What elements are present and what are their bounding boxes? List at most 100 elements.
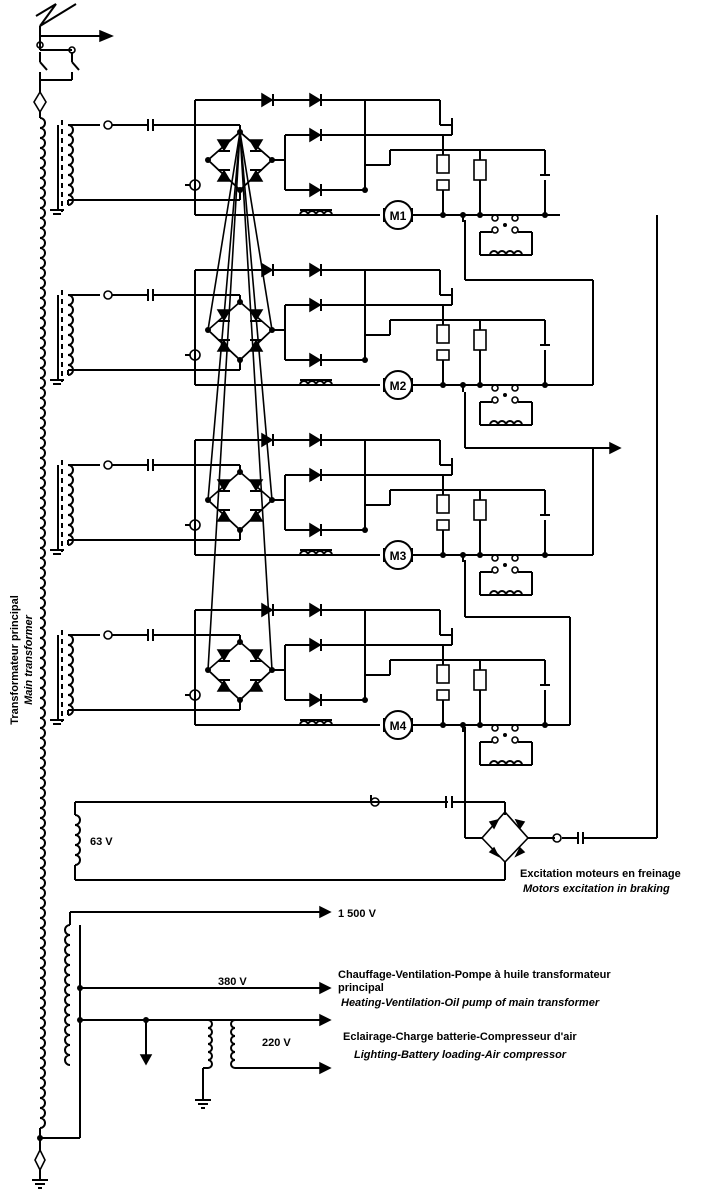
hv-output-label: 1 500 V <box>338 908 377 920</box>
switch-contact <box>491 226 499 234</box>
junction <box>237 469 243 475</box>
inductor-winding <box>299 550 333 556</box>
braking-label-en: Motors excitation in braking <box>523 883 670 895</box>
switch-contact <box>503 563 507 567</box>
junction <box>542 212 548 218</box>
junction <box>205 667 211 673</box>
motor-group-m4: M4 <box>50 131 560 766</box>
switch-contact <box>503 393 507 397</box>
diode-icon <box>248 679 264 692</box>
diode-icon <box>309 692 322 708</box>
switch-contact <box>491 736 499 744</box>
heating-label-fr-1: Chauffage-Ventilation-Pompe à huile tran… <box>338 969 611 981</box>
junction <box>205 327 211 333</box>
contactor-icon <box>436 519 450 531</box>
coil-winding <box>67 124 74 206</box>
diode-icon <box>261 92 274 108</box>
diode-icon <box>216 169 232 182</box>
diode-icon <box>248 169 264 182</box>
braking-bus <box>464 220 622 726</box>
switch-contact <box>491 566 499 574</box>
junction <box>362 697 368 703</box>
switch-contact <box>511 226 519 234</box>
junction <box>362 187 368 193</box>
diode-icon <box>309 522 322 538</box>
main-transformer-label-fr: Transformateur principal <box>9 595 21 725</box>
switch-contact <box>491 724 499 732</box>
diode-icon <box>248 139 264 152</box>
diode-icon <box>309 127 322 143</box>
switch-contact <box>511 384 519 392</box>
diode-icon <box>309 637 322 653</box>
lighting-label-fr: Eclairage-Charge batterie-Compresseur d'… <box>343 1031 577 1043</box>
contactor-icon <box>473 669 487 691</box>
junction <box>477 722 483 728</box>
inductor-winding <box>299 720 333 726</box>
switch-contact <box>491 214 499 222</box>
switch-contact <box>503 733 507 737</box>
switch-contact <box>511 736 519 744</box>
junction <box>477 552 483 558</box>
contactor-icon <box>436 154 450 174</box>
junction <box>237 357 243 363</box>
lighting-voltage-label: 220 V <box>262 1037 291 1049</box>
diode-icon <box>309 297 322 313</box>
switch-contact <box>511 724 519 732</box>
coil-winding <box>39 117 46 1129</box>
diode-icon <box>248 649 264 662</box>
junction <box>205 157 211 163</box>
contactor-icon <box>436 689 450 701</box>
diode-icon <box>309 467 322 483</box>
switch-contact <box>511 214 519 222</box>
junction <box>362 357 368 363</box>
junction <box>237 527 243 533</box>
coil-winding <box>67 464 74 546</box>
diode-icon <box>309 262 322 278</box>
main-breaker-icon <box>33 36 80 118</box>
inductor-winding <box>489 590 523 596</box>
junction <box>237 187 243 193</box>
contactor-icon <box>473 159 487 181</box>
diode-icon <box>248 509 264 522</box>
junction <box>205 497 211 503</box>
contactor-icon <box>436 664 450 684</box>
switch-contact <box>491 396 499 404</box>
diode-icon <box>309 92 322 108</box>
diode-icon <box>261 602 274 618</box>
diode-icon <box>309 182 322 198</box>
motor-group-m1: M1 <box>50 92 560 256</box>
junction <box>37 1135 43 1141</box>
coil-winding <box>230 1019 236 1069</box>
coil-winding <box>74 814 81 866</box>
switch-contact <box>511 396 519 404</box>
inductor-winding <box>489 760 523 766</box>
motor-label-m2: M2 <box>390 379 407 393</box>
main-ground-icon <box>32 1128 48 1189</box>
switch-contact <box>491 554 499 562</box>
motor-label-m1: M1 <box>390 209 407 223</box>
heating-label-fr-2: principal <box>338 982 384 994</box>
inductor-winding <box>299 380 333 386</box>
junction <box>477 212 483 218</box>
braking-label-fr: Excitation moteurs en freinage <box>520 868 681 880</box>
braking-voltage-label: 63 V <box>90 836 113 848</box>
diode-icon <box>216 479 232 492</box>
coil-winding <box>67 634 74 716</box>
auxiliary-transformer <box>64 905 332 1109</box>
inductor-winding <box>489 420 523 426</box>
heating-label-en: Heating-Ventilation-Oil pump of main tra… <box>341 997 600 1009</box>
pantograph-icon <box>35 3 114 43</box>
motor-group-m2: M2 <box>50 131 560 426</box>
motor-label-m3: M3 <box>390 549 407 563</box>
diode-icon <box>309 352 322 368</box>
contactor-icon <box>436 179 450 191</box>
switch-contact <box>503 223 507 227</box>
current-sensor-icon <box>103 630 113 640</box>
diode-icon <box>216 649 232 662</box>
contactor-icon <box>436 494 450 514</box>
current-sensor-icon <box>103 460 113 470</box>
heating-voltage-label: 380 V <box>218 976 247 988</box>
contactor-icon <box>473 499 487 521</box>
